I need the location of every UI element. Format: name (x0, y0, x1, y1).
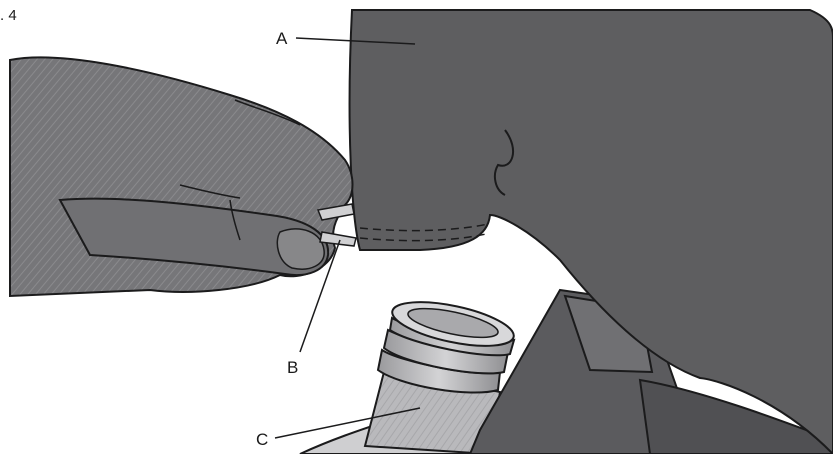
callout-b-label: B (287, 358, 298, 377)
callout-a-label: A (276, 29, 288, 48)
figure-number: . 4 (0, 7, 17, 24)
hand (10, 57, 353, 296)
callout-c-label: C (256, 430, 268, 449)
